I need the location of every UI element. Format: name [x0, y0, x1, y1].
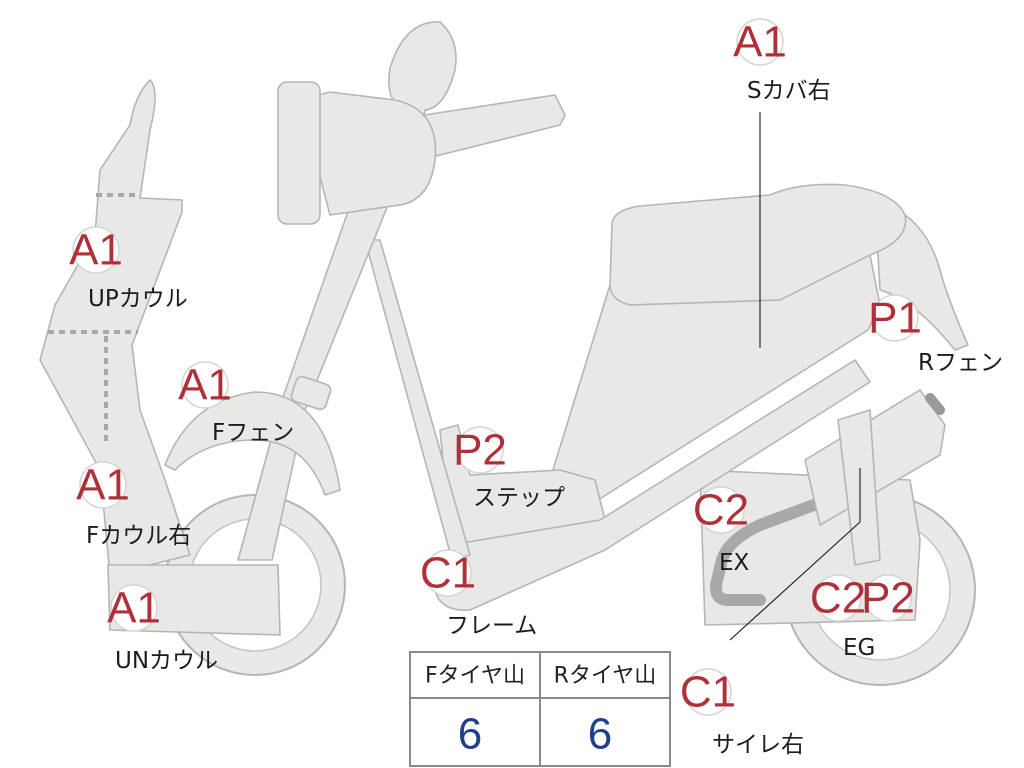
part-label: Fカウル右	[86, 523, 191, 549]
callout-muffler-right[interactable]: C1 サイレ右	[680, 668, 804, 759]
damage-badge	[110, 584, 158, 632]
damage-badge	[424, 549, 472, 597]
frame-down-tube	[364, 239, 471, 561]
rear-tire-value: 6	[588, 710, 612, 759]
damage-code: A1	[76, 461, 130, 510]
front-tire-value: 6	[458, 710, 482, 759]
damage-code: A1	[69, 226, 123, 275]
callout-front-cowl-right[interactable]: A1 Fカウル右	[76, 461, 191, 550]
damage-badge	[456, 426, 504, 474]
muffler-leader	[729, 521, 861, 641]
callout-upper-cowl[interactable]: A1 UPカウル	[69, 226, 188, 313]
callout-rear-fender[interactable]: P1 Rフェン	[868, 294, 1003, 377]
callout-exhaust[interactable]: C2 EX	[693, 486, 750, 577]
callout-step[interactable]: P2 ステップ	[453, 426, 565, 512]
damage-code: C1	[680, 668, 736, 717]
part-label: サイレ右	[712, 732, 804, 758]
seat	[609, 183, 907, 306]
damage-badge	[72, 226, 120, 274]
damage-code: P2	[453, 426, 507, 475]
callout-engine-p2[interactable]: P2	[861, 574, 915, 623]
damage-badge	[871, 294, 919, 342]
part-label: UNカウル	[115, 648, 218, 674]
damage-badge	[181, 361, 229, 409]
damage-code: P1	[868, 294, 922, 343]
rear-tire-header: Rタイヤ山	[554, 664, 657, 689]
damage-badge	[79, 461, 127, 509]
damage-code: C2	[810, 574, 866, 623]
callout-engine-c2[interactable]: C2	[810, 574, 866, 623]
damage-code: A1	[733, 18, 787, 67]
muffler-tip	[925, 393, 945, 415]
part-label: UPカウル	[88, 286, 188, 312]
callout-side-cover-right[interactable]: A1 Sカバ右	[733, 18, 831, 105]
headlight-lens	[277, 81, 321, 225]
part-label: Fフェン	[212, 420, 294, 446]
part-label: EX	[719, 550, 750, 576]
front-tire-header: Fタイヤ山	[425, 664, 525, 689]
muffler	[804, 389, 946, 526]
part-label: Rフェン	[918, 350, 1003, 376]
damage-code: A1	[178, 361, 232, 410]
damage-code: C2	[693, 486, 749, 535]
part-label: ステップ	[473, 485, 565, 511]
part-label: フレーム	[446, 613, 537, 639]
callout-front-fender[interactable]: A1 Fフェン	[178, 361, 294, 447]
tire-tread-table: Fタイヤ山 Rタイヤ山 6 6	[409, 651, 671, 767]
damage-badge	[684, 668, 732, 716]
damage-badge	[736, 18, 784, 66]
damage-badge	[814, 574, 862, 622]
damage-code: P2	[861, 574, 915, 623]
front-cowl	[39, 79, 191, 576]
rear-shock	[837, 409, 881, 566]
exhaust-pipe	[709, 496, 828, 606]
fork-clamp	[290, 375, 332, 411]
part-label: Sカバ右	[747, 78, 831, 104]
engine-label: EG	[843, 635, 875, 661]
damage-code: C1	[420, 549, 476, 598]
callout-frame[interactable]: C1 フレーム	[420, 549, 537, 640]
callout-under-cowl[interactable]: A1 UNカウル	[107, 584, 218, 675]
damage-badge	[697, 486, 745, 534]
headlight-housing	[299, 91, 437, 216]
damage-code: A1	[107, 584, 161, 633]
damage-badge	[864, 574, 912, 622]
